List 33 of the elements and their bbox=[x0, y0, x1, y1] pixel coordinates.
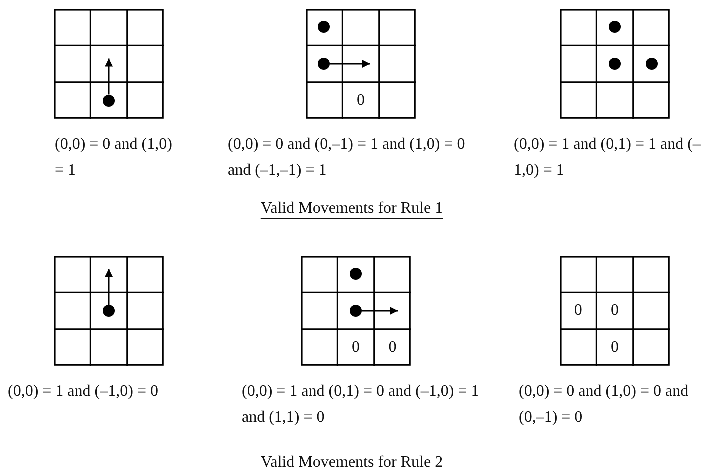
dot-marker bbox=[350, 268, 362, 280]
cell-value: 0 bbox=[388, 338, 397, 357]
grid-diagram bbox=[301, 256, 412, 366]
cell-value: 0 bbox=[352, 338, 360, 357]
arrow bbox=[105, 58, 114, 95]
grid-diagram bbox=[54, 256, 164, 366]
arrow bbox=[362, 307, 398, 316]
arrow bbox=[105, 269, 114, 306]
condition-caption: (0,0) = 1 and (–1,0) = 0 bbox=[8, 382, 160, 402]
grid-diagram bbox=[306, 9, 416, 120]
cell-value: 0 bbox=[574, 302, 582, 320]
cell-value: 0 bbox=[611, 302, 620, 320]
grid-diagram bbox=[560, 256, 670, 366]
dot-marker bbox=[103, 94, 116, 107]
cell-value: 0 bbox=[611, 338, 620, 357]
dot-marker bbox=[609, 21, 622, 34]
rule-heading: Valid Movements for Rule 1 bbox=[260, 200, 444, 218]
grid-diagram bbox=[560, 9, 670, 120]
condition-caption: (0,0) = 1 and (0,1) = 1 and (–1,0) = 1 bbox=[514, 135, 702, 181]
condition-caption: (0,0) = 0 and (1,0) = 1 bbox=[55, 135, 174, 181]
rule-heading: Valid Movements for Rule 2 bbox=[260, 454, 444, 472]
grid-diagram bbox=[54, 9, 164, 120]
condition-caption: (0,0) = 0 and (1,0) = 0 and (0,–1) = 0 bbox=[519, 382, 690, 428]
arrow bbox=[330, 60, 370, 68]
condition-caption: (0,0) = 1 and (0,1) = 0 and (–1,0) = 1 and (1,1) = 0 bbox=[242, 382, 480, 428]
dot-marker bbox=[318, 58, 330, 70]
dot-marker bbox=[609, 58, 622, 70]
dot-marker bbox=[103, 305, 116, 318]
condition-caption: (0,0) = 0 and (0,–1) = 1 and (1,0) = 0 and (–1,–1) = 1 bbox=[228, 135, 466, 181]
dot-marker bbox=[350, 305, 362, 318]
dot-marker bbox=[646, 58, 658, 70]
cell-value: 0 bbox=[357, 92, 366, 110]
dot-marker bbox=[318, 21, 330, 34]
